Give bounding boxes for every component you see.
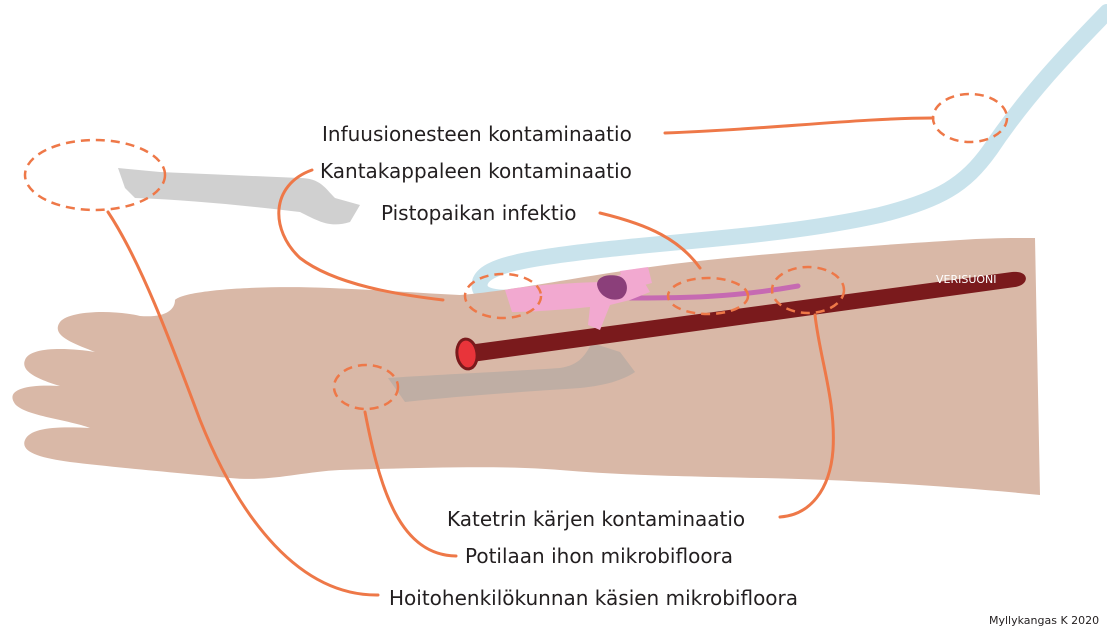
label-staff-hands-flora: Hoitohenkilökunnan käsien mikrobifloora (389, 586, 798, 610)
leader-infusion (665, 118, 933, 133)
arm-silhouette (12, 238, 1040, 495)
author-credit: Myllykangas K 2020 (989, 614, 1099, 627)
label-insertion-site-infection: Pistopaikan infektio (381, 201, 577, 225)
label-hub-contamination: Kantakappaleen kontaminaatio (320, 159, 632, 183)
label-infusion-contamination: Infuusionesteen kontaminaatio (322, 122, 632, 146)
label-patient-skin-flora: Potilaan ihon mikrobifloora (465, 544, 733, 568)
vessel-label: VERISUONI (936, 273, 997, 286)
ring-infusion (933, 94, 1007, 142)
label-catheter-tip-contamination: Katetrin kärjen kontaminaatio (447, 507, 745, 531)
